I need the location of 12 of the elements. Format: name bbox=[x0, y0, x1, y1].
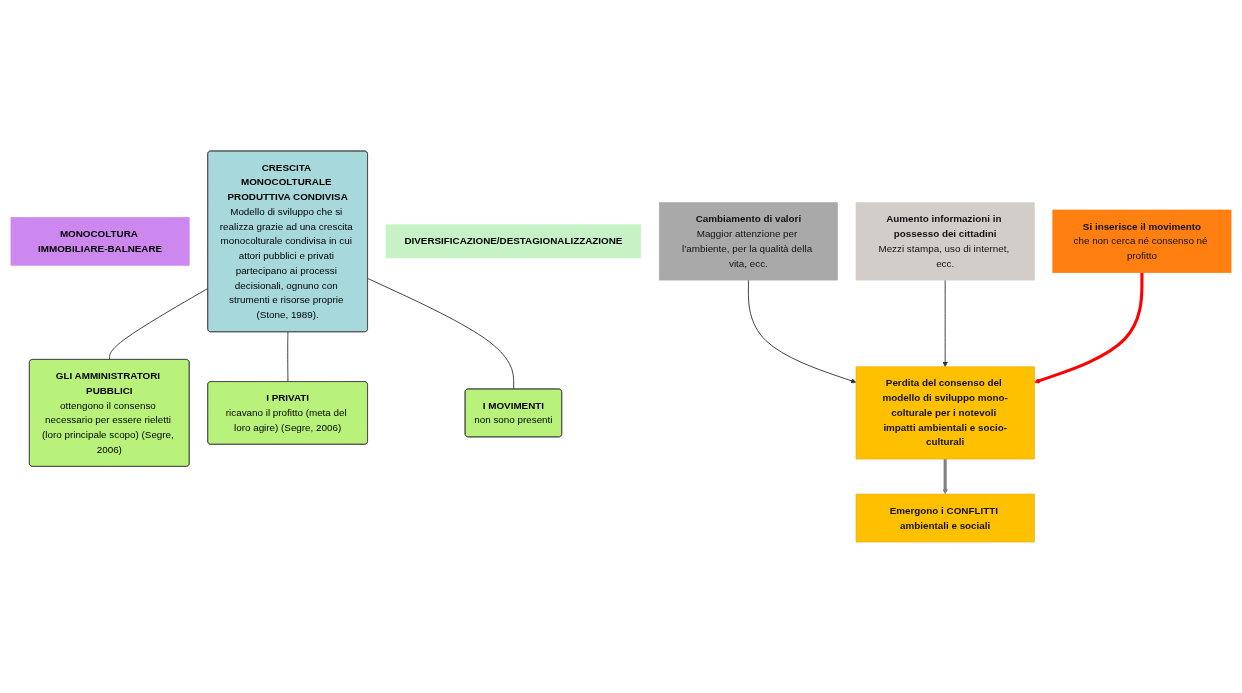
node-box: MONOCOLTURA IMMOBILIARE-BALNEARE bbox=[10, 217, 190, 266]
node-box: Aumento informazioni in possesso dei cittadini Mezzi stampa, uso di internet, ecc. bbox=[855, 202, 1035, 281]
arrow bbox=[1034, 272, 1144, 384]
connector bbox=[109, 287, 209, 361]
connector bbox=[367, 278, 515, 390]
node-box: DIVERSIFICAZIONE/DESTAGIONALIZZAZIONE bbox=[385, 224, 642, 259]
node-box: Cambiamento di valori Maggior attenzione per l’ambiente, per la qualità della vita, ecc. bbox=[658, 202, 838, 281]
node-box: Perdita del consenso del modello di sviluppo mono-colturale per i notevoli impatti ambientali e socio-culturali bbox=[855, 366, 1035, 460]
arrow bbox=[942, 459, 948, 495]
node-box: Si inserisce il movimento che non cerca né consenso né profitto bbox=[1052, 209, 1232, 273]
node-box: Emergono i CONFLITTI ambientali e sociali bbox=[855, 493, 1035, 543]
connector bbox=[287, 331, 289, 383]
